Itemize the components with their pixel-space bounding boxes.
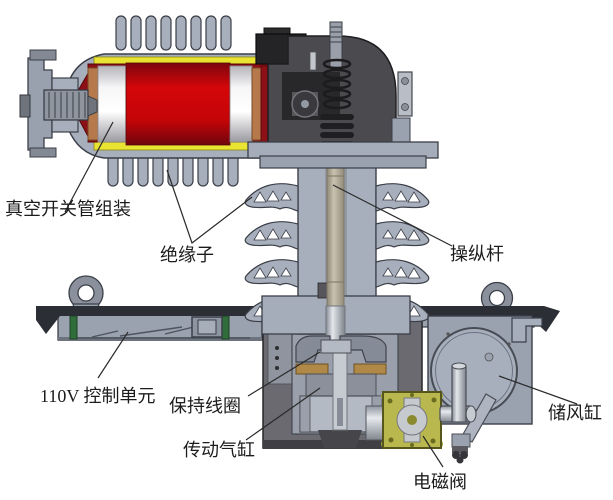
label-vacuum-tube-assembly: 真空开关管组装 — [5, 199, 131, 219]
reservoir-bracket — [511, 317, 543, 343]
plate-square-port-inner — [197, 319, 217, 335]
leader-operating-rod — [332, 184, 453, 247]
plate-top-strip-right — [410, 306, 560, 332]
ceramic-band-left — [97, 65, 127, 143]
operating-rod — [326, 147, 345, 309]
label-holding-coil: 保持线圈 — [169, 396, 241, 416]
tube-center-red — [125, 62, 231, 146]
block-bottom-boss — [318, 430, 362, 448]
label-insulator: 绝缘子 — [160, 245, 214, 265]
label-solenoid-valve: 电磁阀 — [413, 472, 467, 492]
terminal-bracket-right — [391, 71, 413, 146]
leader-lines — [64, 121, 578, 468]
plate-linkage-rods — [70, 320, 250, 339]
reservoir-cylinder-face — [430, 327, 518, 415]
insulator-sheds-right — [375, 183, 430, 326]
leader-control-unit — [97, 331, 129, 379]
vertical-air-pipe — [451, 365, 467, 423]
green-strip-left — [69, 315, 78, 340]
leader-air-reservoir — [498, 375, 578, 405]
solenoid-valve — [365, 391, 443, 449]
leader-vacuum-tube — [64, 121, 114, 213]
plate-top-strip-left — [36, 306, 262, 334]
green-strip-right — [221, 315, 230, 340]
leader-insulator — [166, 169, 253, 244]
air-reservoir — [427, 315, 543, 464]
left-terminal-flange — [19, 49, 98, 158]
insulator-column — [244, 147, 430, 363]
holding-coil-brass-right — [353, 363, 387, 375]
leader-holding-coil — [247, 351, 321, 397]
label-control-unit: 110V 控制单元 — [40, 386, 156, 406]
vacuum-interrupter-assembly — [19, 15, 269, 187]
rod-collar — [320, 339, 352, 354]
support-foot — [451, 433, 471, 448]
label-drive-cylinder: 传动气缸 — [183, 440, 255, 460]
valve-port-cylinder — [365, 405, 385, 441]
leader-drive-cylinder — [245, 387, 321, 441]
pole-head-housing — [247, 21, 439, 169]
vacuum-tube — [75, 62, 269, 146]
air-pipes — [439, 362, 477, 423]
copper-ring-right — [251, 67, 262, 141]
plate-body-left — [57, 313, 263, 341]
ceramic-band-right — [229, 65, 253, 143]
label-air-reservoir: 储风缸 — [548, 403, 602, 423]
housing-bottom-fins — [107, 153, 239, 187]
threaded-stud — [43, 89, 89, 121]
leader-solenoid-valve — [422, 435, 444, 468]
housing-top-fins — [115, 15, 232, 51]
label-operating-rod: 操纵杆 — [450, 244, 504, 264]
plate-bottom-shadow — [58, 337, 262, 341]
holding-coil-brass-left — [295, 363, 329, 375]
contact-spring — [322, 58, 352, 110]
